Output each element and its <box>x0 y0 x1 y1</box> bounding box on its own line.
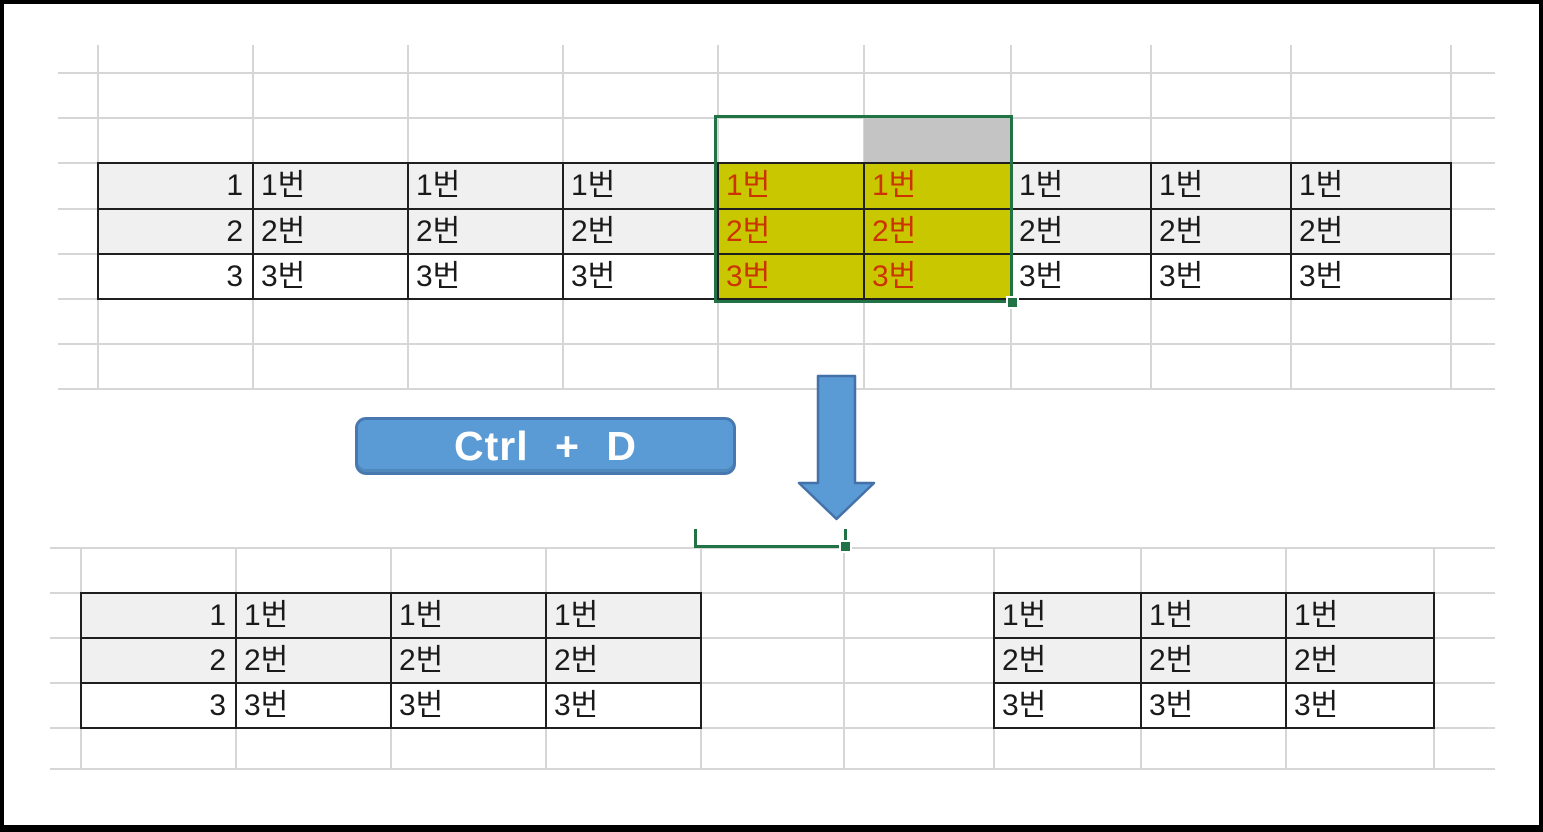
table-cell[interactable]: 2번 <box>392 639 547 684</box>
table-cell[interactable]: 1번 <box>1142 594 1287 639</box>
selection-bracket-right-stub <box>844 529 847 548</box>
table-cell[interactable]: 2번 <box>1292 210 1452 255</box>
table-cell[interactable]: 2번 <box>1152 210 1292 255</box>
row-number-cell[interactable]: 2 <box>99 210 254 255</box>
grid-line <box>50 768 1495 770</box>
table-cell[interactable]: 1번 <box>409 164 564 210</box>
table-cell[interactable]: 1번 <box>564 164 719 210</box>
ctrl-d-shortcut-badge: Ctrl + D <box>355 417 736 475</box>
selection-fill-handle-icon[interactable] <box>839 540 852 553</box>
table-cell[interactable]: 1번 <box>254 164 409 210</box>
table-cell[interactable]: 2번 <box>865 210 1012 255</box>
table-cell[interactable]: 2번 <box>1142 639 1287 684</box>
table-cell[interactable]: 1번 <box>1287 594 1435 639</box>
grid-line <box>58 343 1495 345</box>
table-cell[interactable]: 3번 <box>254 255 409 300</box>
selection-fill-handle-icon[interactable] <box>1006 296 1019 309</box>
selected-gray-cell[interactable] <box>864 118 1010 162</box>
table-cell[interactable]: 3번 <box>392 684 547 729</box>
row-number-cell[interactable]: 2 <box>82 639 237 684</box>
table-cell[interactable]: 3번 <box>237 684 392 729</box>
table-cell[interactable]: 1번 <box>392 594 547 639</box>
table-cell[interactable]: 3번 <box>564 255 719 300</box>
table-cell[interactable]: 3번 <box>1012 255 1152 300</box>
selection-bracket-bottom-line <box>694 545 847 548</box>
table-cell[interactable]: 3번 <box>1152 255 1292 300</box>
table-cell[interactable]: 1번 <box>237 594 392 639</box>
table-cell[interactable]: 2번 <box>254 210 409 255</box>
table-cell[interactable]: 2번 <box>237 639 392 684</box>
grid-line <box>58 72 1495 74</box>
row-number-cell[interactable]: 1 <box>99 164 254 210</box>
table-cell[interactable]: 1번 <box>995 594 1142 639</box>
table-cell[interactable]: 2번 <box>547 639 702 684</box>
grid-line <box>843 547 845 768</box>
table-cell[interactable]: 2번 <box>564 210 719 255</box>
grid-line <box>50 682 1495 684</box>
table-cell[interactable]: 3번 <box>547 684 702 729</box>
table-cell[interactable]: 1번 <box>1152 164 1292 210</box>
table-cell[interactable]: 2번 <box>995 639 1142 684</box>
table-cell[interactable]: 2번 <box>1287 639 1435 684</box>
table-cell[interactable]: 2번 <box>719 210 865 255</box>
table-cell[interactable]: 2번 <box>409 210 564 255</box>
table-cell[interactable]: 1번 <box>865 164 1012 210</box>
table-cell[interactable]: 3번 <box>995 684 1142 729</box>
selection-border[interactable] <box>714 115 1013 303</box>
table-cell[interactable]: 1번 <box>719 164 865 210</box>
shortcut-label: Ctrl + D <box>454 422 637 469</box>
table-cell[interactable]: 3번 <box>1292 255 1452 300</box>
table-cell[interactable]: 3번 <box>719 255 865 300</box>
table-cell[interactable]: 2번 <box>1012 210 1152 255</box>
row-number-cell[interactable]: 3 <box>82 684 237 729</box>
table-cell[interactable]: 3번 <box>1142 684 1287 729</box>
row-number-cell[interactable]: 1 <box>82 594 237 639</box>
grid-line <box>50 637 1495 639</box>
table-cell[interactable]: 1번 <box>547 594 702 639</box>
table-cell[interactable]: 1번 <box>1292 164 1452 210</box>
table-cell[interactable]: 3번 <box>1287 684 1435 729</box>
selection-bracket-left-stub <box>694 529 697 548</box>
row-number-cell[interactable]: 3 <box>99 255 254 300</box>
down-arrow-icon <box>797 374 876 521</box>
grid-line <box>58 388 1495 390</box>
grid-line <box>50 592 1495 594</box>
table-cell[interactable]: 1번 <box>1012 164 1152 210</box>
table-cell[interactable]: 3번 <box>409 255 564 300</box>
table-cell[interactable]: 3번 <box>865 255 1012 300</box>
grid-line <box>50 727 1495 729</box>
